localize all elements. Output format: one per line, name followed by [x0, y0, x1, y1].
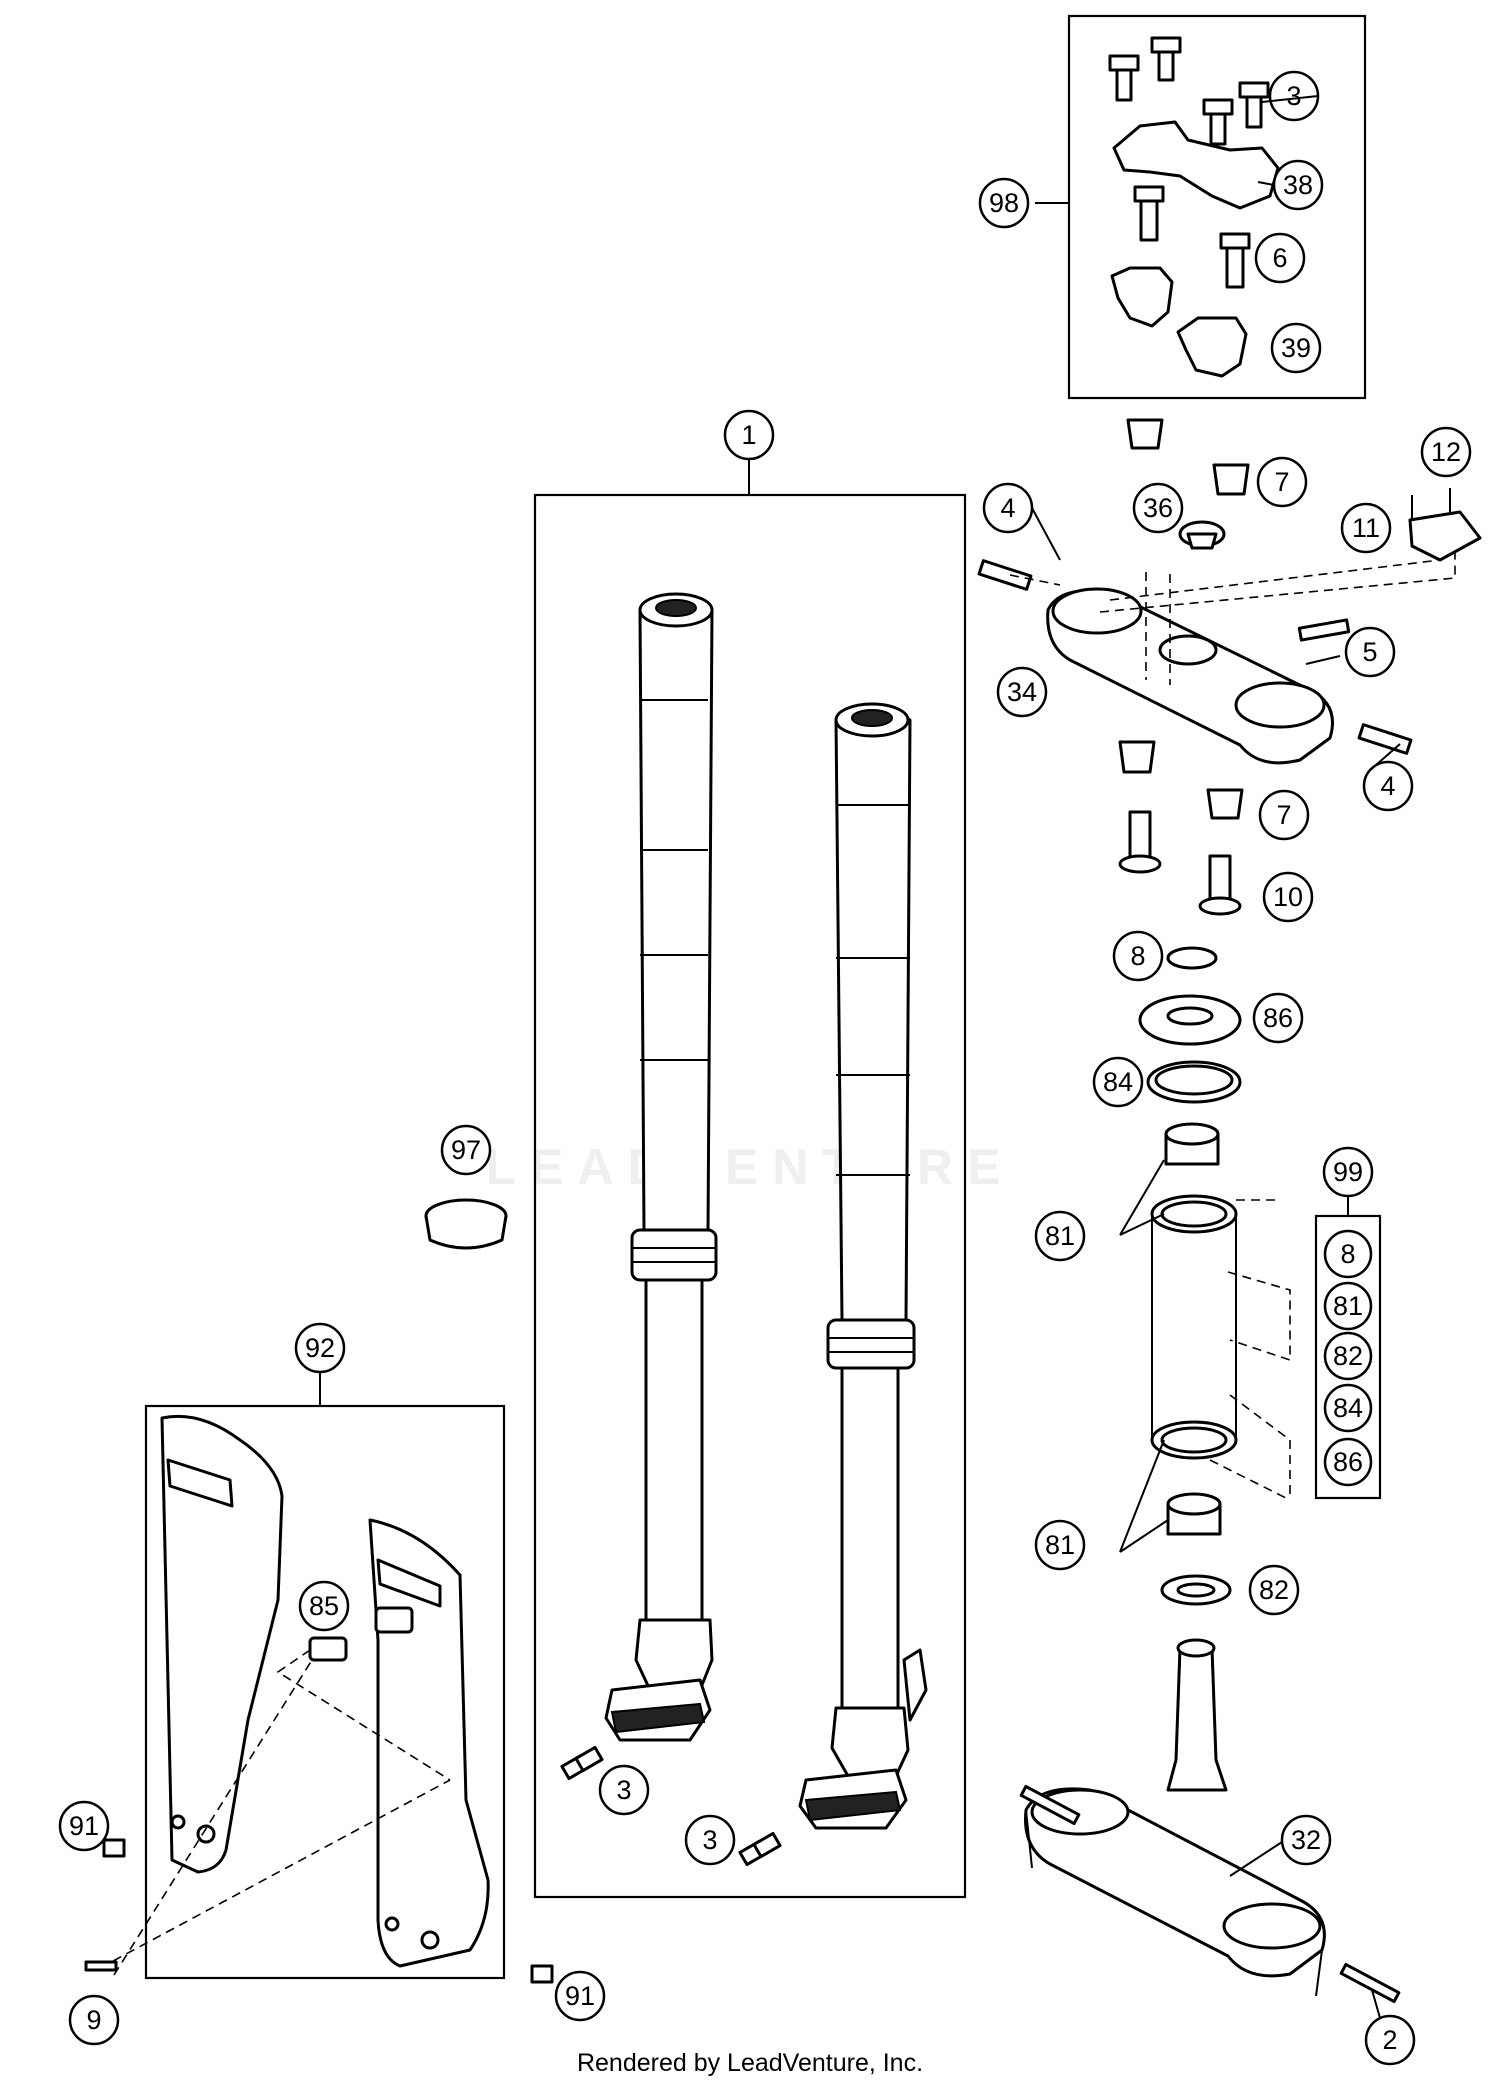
- svg-text:97: 97: [451, 1135, 481, 1165]
- kit-99-item: 81: [1333, 1291, 1363, 1321]
- svg-text:91: 91: [565, 1981, 595, 2011]
- callout-32: 32: [1280, 1814, 1332, 1866]
- callout-3-right-fork: 3: [684, 1814, 736, 1866]
- callout-91-left: 91: [58, 1800, 110, 1852]
- svg-text:92: 92: [305, 1333, 335, 1363]
- svg-text:86: 86: [1263, 1003, 1293, 1033]
- callout-98: 98: [978, 177, 1030, 229]
- svg-text:7: 7: [1274, 467, 1289, 497]
- kit-99-item: 86: [1333, 1447, 1363, 1477]
- callout-4-upper-left: 4: [982, 482, 1034, 534]
- clamp-ring: [424, 1198, 508, 1250]
- svg-text:36: 36: [1143, 493, 1173, 523]
- fork-leg-right: [798, 702, 928, 1830]
- callout-10: 10: [1262, 871, 1314, 923]
- svg-text:5: 5: [1362, 637, 1377, 667]
- callout-86: 86: [1252, 992, 1304, 1044]
- callout-82: 82: [1248, 1564, 1300, 1616]
- callout-3-left-fork: 3: [598, 1764, 650, 1816]
- svg-text:4: 4: [1000, 493, 1015, 523]
- steering-bearing-stack: [1138, 946, 1242, 1606]
- svg-text:91: 91: [69, 1811, 99, 1841]
- svg-text:81: 81: [1045, 1221, 1075, 1251]
- guard-dashed-lines: [99, 1649, 451, 1976]
- callout-11: 11: [1340, 502, 1392, 554]
- svg-text:34: 34: [1007, 677, 1037, 707]
- callout-leaders: [1031, 95, 1401, 2019]
- guard-screws: [84, 1838, 554, 1984]
- callout-6: 6: [1254, 232, 1306, 284]
- svg-text:4: 4: [1380, 771, 1395, 801]
- kit-99-list: 8 81 82 84 86: [1323, 1229, 1373, 1487]
- callout-1: 1: [723, 409, 775, 461]
- svg-text:7: 7: [1276, 800, 1291, 830]
- svg-text:8: 8: [1130, 941, 1145, 971]
- kit-99-item: 8: [1340, 1239, 1355, 1269]
- svg-text:3: 3: [702, 1825, 717, 1855]
- callout-34: 34: [996, 666, 1048, 718]
- svg-text:3: 3: [1286, 81, 1301, 111]
- fork-leg-left: [604, 592, 718, 1742]
- svg-text:3: 3: [616, 1775, 631, 1805]
- svg-text:82: 82: [1259, 1575, 1289, 1605]
- callout-39: 39: [1270, 322, 1322, 374]
- svg-text:2: 2: [1382, 2025, 1397, 2055]
- handlebar-clamp-lower-right: [1176, 316, 1248, 378]
- handlebar-clamp-lower-left: [1110, 266, 1174, 328]
- fork-spacers: [1118, 740, 1244, 916]
- callout-36: 36: [1132, 482, 1184, 534]
- callout-9: 9: [68, 1994, 120, 2046]
- svg-text:11: 11: [1352, 513, 1380, 543]
- lower-triple-clamp: [1019, 1638, 1401, 2003]
- svg-text:85: 85: [309, 1591, 339, 1621]
- svg-text:9: 9: [86, 2005, 101, 2035]
- svg-text:6: 6: [1272, 243, 1287, 273]
- frame-head-tube-outline: [1209, 1199, 1291, 1501]
- callout-85: 85: [298, 1580, 350, 1632]
- svg-text:1: 1: [741, 420, 756, 450]
- callout-2: 2: [1364, 2014, 1416, 2066]
- callout-5: 5: [1344, 626, 1396, 678]
- svg-text:81: 81: [1045, 1530, 1075, 1560]
- callout-99: 99: [1322, 1146, 1374, 1198]
- svg-text:84: 84: [1103, 1067, 1133, 1097]
- steering-nut-and-caps: [1126, 418, 1482, 562]
- svg-text:39: 39: [1281, 333, 1311, 363]
- callout-7-upper: 7: [1256, 456, 1308, 508]
- svg-text:99: 99: [1333, 1157, 1363, 1187]
- callout-92: 92: [294, 1322, 346, 1374]
- brake-line-clips: [308, 1606, 414, 1662]
- callout-84: 84: [1092, 1056, 1144, 1108]
- svg-text:10: 10: [1273, 882, 1303, 912]
- kit-92-box: [144, 1404, 506, 1980]
- callout-38: 38: [1272, 159, 1324, 211]
- callout-4-upper-right: 4: [1362, 760, 1414, 812]
- svg-text:98: 98: [989, 188, 1019, 218]
- axle-clamp-bolts: [560, 1745, 782, 1867]
- kit-99-item: 82: [1333, 1341, 1363, 1371]
- upper-triple-clamp: [977, 559, 1413, 765]
- kit-98-box: [1067, 14, 1367, 400]
- svg-text:38: 38: [1283, 170, 1313, 200]
- callout-12: 12: [1420, 426, 1472, 478]
- callout-81-upper: 81: [1034, 1210, 1086, 1262]
- svg-text:32: 32: [1291, 1825, 1321, 1855]
- svg-text:12: 12: [1431, 437, 1461, 467]
- callout-81-lower: 81: [1034, 1519, 1086, 1571]
- watermark-text: LEADVENTURE: [485, 1139, 1015, 1195]
- callout-97: 97: [440, 1124, 492, 1176]
- kit-99-item: 84: [1333, 1393, 1363, 1423]
- callout-7-lower: 7: [1258, 789, 1310, 841]
- handlebar-clamp-bolts: [1108, 36, 1270, 289]
- footer-credit: Rendered by LeadVenture, Inc.: [576, 2049, 924, 2077]
- fork-guard-right: [368, 1518, 490, 1968]
- fork-guard-left: [160, 1414, 284, 1874]
- callout-91-right: 91: [554, 1970, 606, 2022]
- callout-8: 8: [1112, 930, 1164, 982]
- guide-dashed-lines-upper: [1009, 520, 1456, 685]
